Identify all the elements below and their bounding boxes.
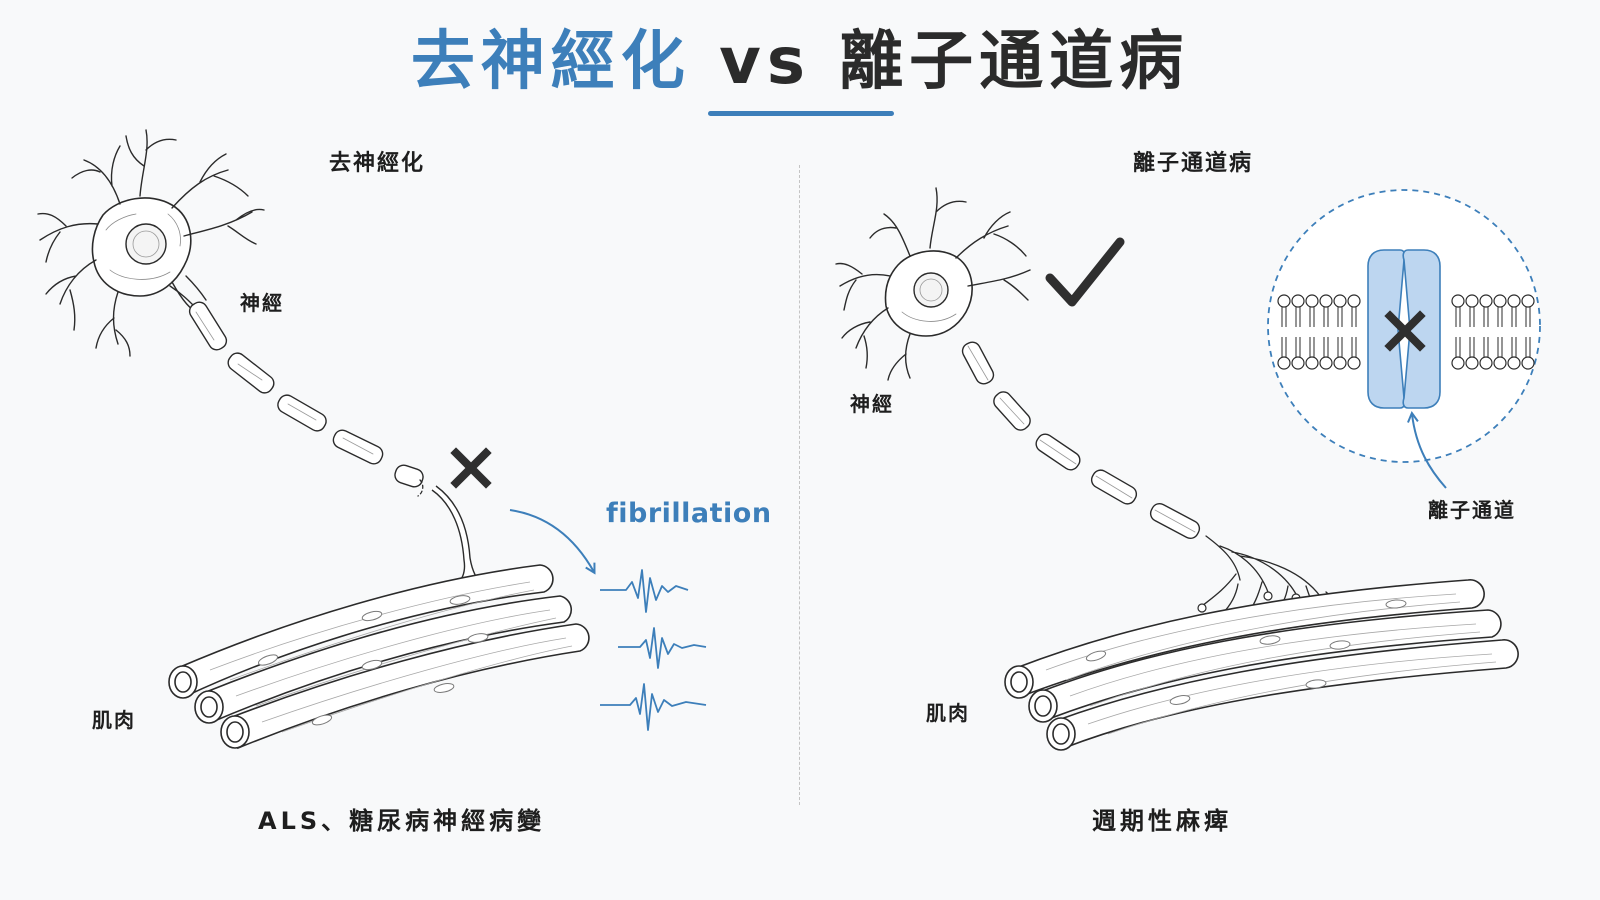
ion-channel-zoom — [1267, 189, 1541, 463]
title-left: 去神經化 — [410, 25, 691, 99]
left-muscle — [168, 564, 590, 750]
cross-icon — [1384, 310, 1426, 352]
channel-arrow — [1412, 414, 1447, 489]
right-muscle — [1004, 579, 1519, 751]
left-panel-heading: 去神經化 — [329, 151, 426, 176]
panel-divider — [799, 165, 800, 805]
title-right: 離子通道病 — [839, 25, 1190, 99]
right-neuron — [835, 187, 1349, 621]
right-muscle-label: 肌肉 — [926, 701, 970, 725]
left-caption: ALS、糖尿病神經病變 — [258, 807, 546, 835]
fibrillation-arrow — [509, 509, 594, 572]
fibrillation-waves — [600, 569, 707, 731]
ion-channel-label: 離子通道 — [1428, 498, 1516, 522]
fibrillation-label: fibrillation — [606, 498, 772, 529]
residual-terminal — [431, 485, 487, 587]
left-nerve-label: 神經 — [240, 291, 284, 315]
main-title: 去神經化 vs 離子通道病 — [0, 22, 1600, 102]
title-underline — [708, 111, 894, 116]
right-nerve-label: 神經 — [850, 392, 894, 416]
cross-icon — [450, 447, 492, 489]
right-panel-heading: 離子通道病 — [1133, 151, 1254, 176]
right-caption: 週期性麻痺 — [1092, 807, 1232, 835]
lipid-heads-right — [1451, 294, 1535, 370]
left-neuron — [37, 129, 424, 497]
check-icon — [1045, 237, 1125, 307]
left-muscle-label: 肌肉 — [92, 708, 136, 732]
lipid-heads-left — [1277, 294, 1361, 370]
ion-channel-protein — [1367, 249, 1441, 409]
title-vs: vs — [719, 25, 811, 99]
